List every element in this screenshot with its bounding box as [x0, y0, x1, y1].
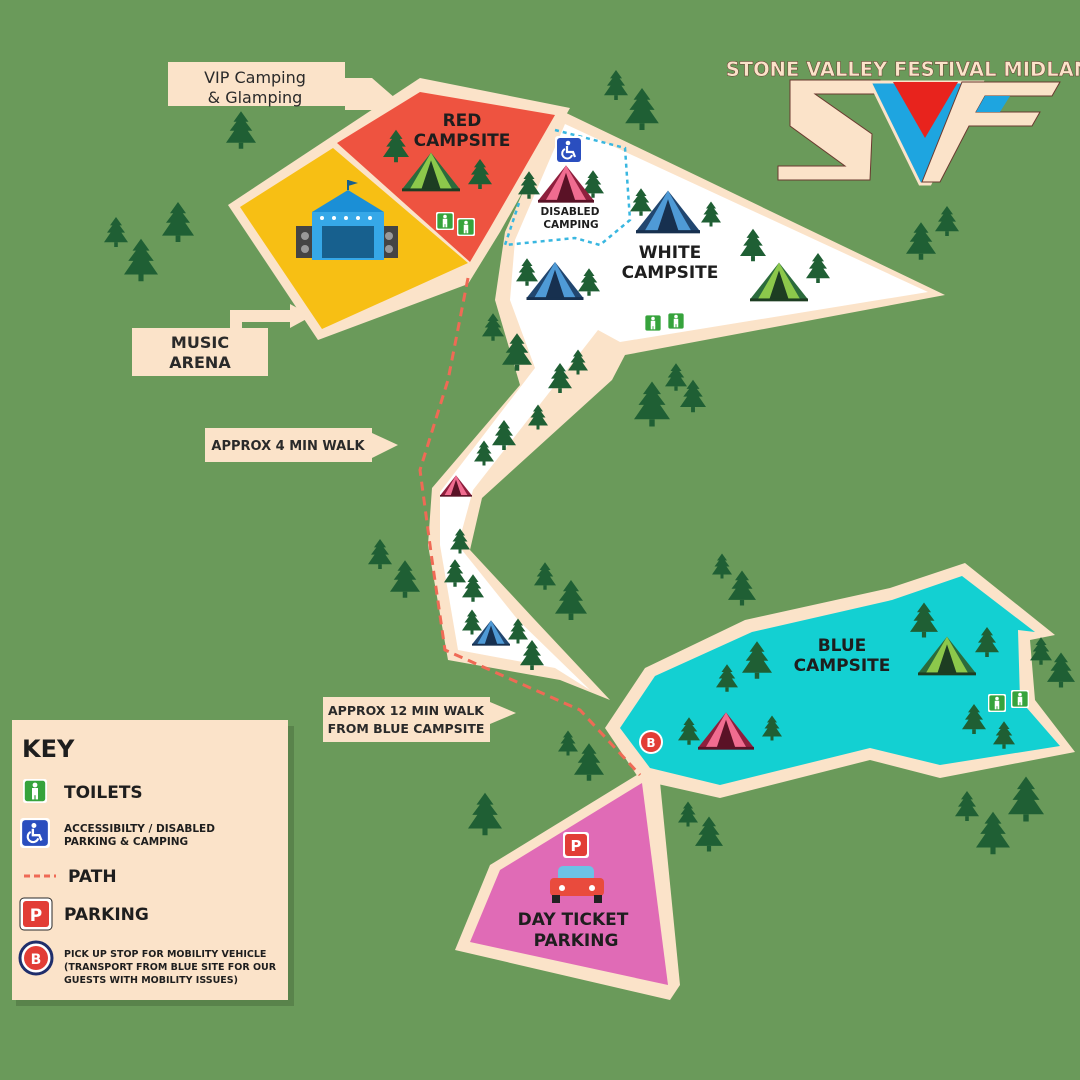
toilet-icon	[644, 314, 662, 332]
parking-icon: P	[563, 832, 589, 858]
key-wheelchair-icon	[20, 818, 50, 848]
key-pickup-line3: GUESTS WITH MOBILITY ISSUES)	[64, 975, 238, 986]
toilet-icon	[667, 312, 685, 330]
key-path-label: PATH	[68, 867, 117, 887]
walk-4-callout: APPROX 4 MIN WALK	[205, 428, 398, 462]
blue-campsite-label-1: BLUE	[818, 636, 867, 656]
key-toilet-icon	[23, 779, 47, 803]
svg-text:& Glamping: & Glamping	[208, 88, 303, 107]
music-stage-icon	[296, 180, 398, 260]
festival-logo: STONE VALLEY FESTIVAL MIDLANDS	[725, 58, 1080, 186]
disabled-camping-label-1: DISABLED	[541, 206, 600, 218]
day-parking-label-1: DAY TICKET	[518, 910, 629, 930]
svg-text:MUSIC: MUSIC	[171, 333, 229, 352]
car-icon	[550, 866, 604, 903]
key-pickup-line2: (TRANSPORT FROM BLUE SITE FOR OUR	[64, 962, 277, 973]
festival-title: STONE VALLEY FESTIVAL MIDLANDS	[726, 58, 1080, 81]
svg-text:P: P	[30, 906, 42, 926]
disabled-camping-boundary	[503, 128, 632, 247]
walk-12-callout: APPROX 12 MIN WALK FROM BLUE CAMPSITE	[323, 697, 516, 742]
svg-text:FROM BLUE CAMPSITE: FROM BLUE CAMPSITE	[328, 721, 485, 736]
red-campsite-label-2: CAMPSITE	[414, 131, 511, 151]
white-campsite-label-1: WHITE	[639, 243, 702, 263]
svg-text:APPROX 12 MIN WALK: APPROX 12 MIN WALK	[328, 703, 485, 718]
toilet-icon	[988, 694, 1006, 712]
day-parking-label-2: PARKING	[534, 931, 619, 951]
svg-text:P: P	[571, 837, 582, 855]
key-accessibility-line1: ACCESSIBILTY / DISABLED	[64, 823, 215, 835]
svg-text:B: B	[31, 952, 42, 968]
key-title: KEY	[22, 735, 75, 763]
toilet-icon	[1011, 690, 1029, 708]
key-parking-icon: P	[19, 897, 53, 931]
wheelchair-icon	[555, 136, 583, 164]
walking-path	[418, 277, 642, 777]
disabled-camping-label-2: CAMPING	[543, 219, 598, 231]
pickup-stop-icon: B	[639, 730, 663, 754]
toilet-icon	[457, 218, 475, 236]
key-pickup-icon: B	[18, 940, 54, 976]
vip-callout: VIP Camping & Glamping	[168, 62, 395, 110]
svg-text:ARENA: ARENA	[169, 353, 231, 372]
svg-text:APPROX 4 MIN WALK: APPROX 4 MIN WALK	[211, 439, 365, 454]
key-parking-label: PARKING	[64, 905, 149, 925]
map-key: KEY TOILETS ACCESSIBILTY / DISABLED PARK…	[12, 720, 294, 1006]
key-accessibility-line2: PARKING & CAMPING	[64, 836, 188, 848]
key-toilets-label: TOILETS	[64, 783, 143, 803]
blue-campsite-label-2: CAMPSITE	[794, 656, 891, 676]
svg-text:B: B	[646, 736, 655, 750]
key-pickup-line1: PICK UP STOP FOR MOBILITY VEHICLE	[64, 949, 266, 960]
svg-text:VIP Camping: VIP Camping	[204, 68, 306, 87]
music-arena-callout: MUSIC ARENA	[132, 304, 312, 376]
red-campsite-label-1: RED	[443, 111, 482, 131]
white-campsite-label-2: CAMPSITE	[622, 263, 719, 283]
toilet-icon	[436, 212, 454, 230]
